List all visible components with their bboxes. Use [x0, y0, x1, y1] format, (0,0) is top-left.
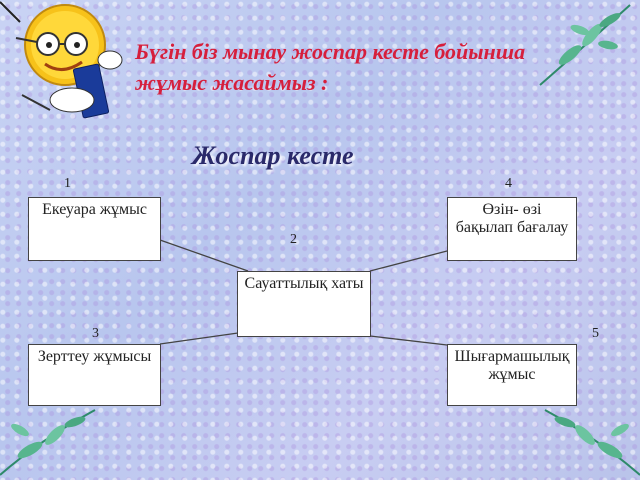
node-pair-work: Екеуара жұмыс	[28, 197, 161, 261]
node-number-5: 5	[592, 326, 599, 341]
node-research-work: Зерттеу жұмысы	[28, 344, 161, 406]
node-literacy-letter: Сауаттылық хаты	[237, 271, 371, 337]
connector-5-2	[369, 335, 448, 346]
leaf-sprig-icon	[0, 409, 96, 476]
node-number-2: 2	[290, 232, 297, 247]
connector-1-2	[159, 239, 249, 272]
connector-3-2	[159, 332, 239, 345]
node-self-assessment: Өзін- өзі бақылап бағалау	[447, 197, 577, 261]
connector-4-2	[369, 250, 448, 272]
leaf-sprig-icon	[539, 4, 631, 86]
node-number-3: 3	[92, 326, 99, 341]
smiley-teacher-icon	[0, 1, 123, 119]
leaf-sprig-icon	[544, 409, 640, 476]
plan-title: Жоспар кесте	[192, 141, 354, 170]
node-creative-work: Шығармашылық жұмыс	[447, 344, 577, 406]
node-number-4: 4	[505, 176, 512, 191]
node-number-1: 1	[64, 176, 71, 191]
slide-title: Бүгін біз мынау жоспар кесте бойынша жұм…	[135, 39, 526, 95]
